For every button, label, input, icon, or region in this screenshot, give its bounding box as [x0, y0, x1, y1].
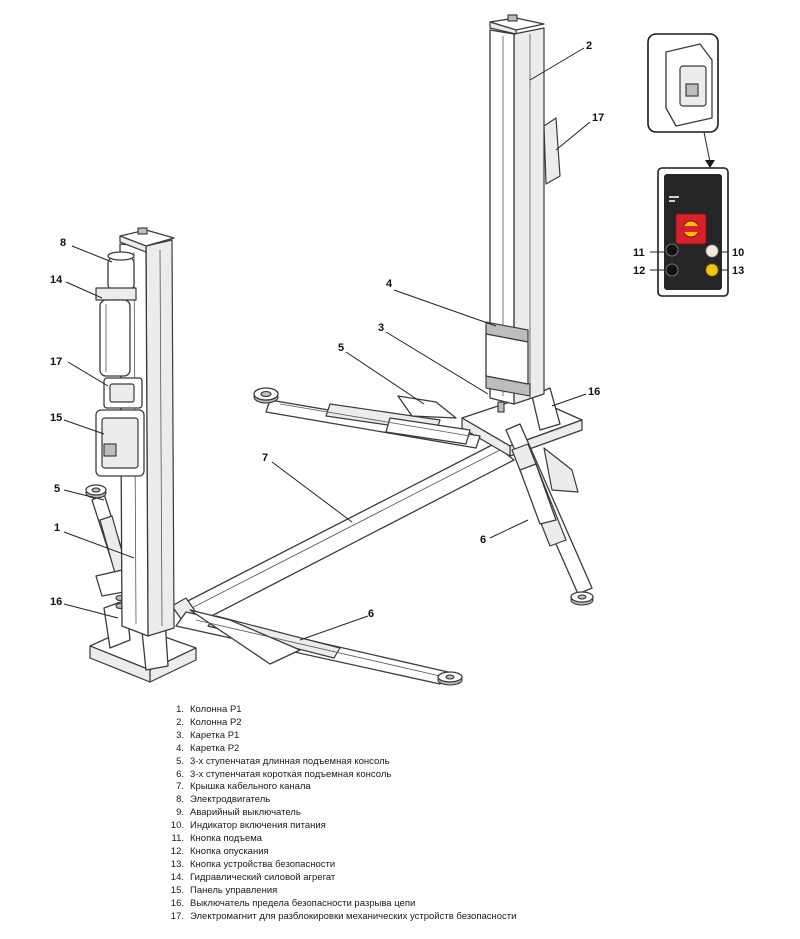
callout-13: 13 [732, 265, 744, 277]
legend-item: 9. Аварийный выключатель [160, 807, 720, 820]
legend-item: 11. Кнопка подъема [160, 833, 720, 846]
short-arm-p2 [505, 423, 594, 606]
legend-text: Выключатель предела безопасности разрыва… [190, 897, 416, 909]
column-p2 [485, 14, 561, 405]
legend-item: 8. Электродвигатель [160, 794, 720, 807]
legend-text: Гидравлический силовой агрегат [190, 871, 336, 883]
legend-text: Электромагнит для разблокировки механиче… [190, 910, 517, 922]
legend-item: 10. Индикатор включения питания [160, 820, 720, 833]
legend-number: 14. [170, 871, 184, 883]
callout-17-p1: 17 [50, 356, 62, 368]
callout-14: 14 [50, 274, 63, 286]
legend-text: Крышка кабельного канала [190, 781, 311, 793]
callout-12: 12 [633, 265, 645, 277]
callout-11: 11 [633, 247, 645, 259]
legend-number: 15. [170, 884, 184, 896]
callout-6-p1: 6 [368, 608, 374, 620]
callout-17-p2: 17 [592, 112, 604, 124]
legend-item: 14. Гидравлический силовой агрегат [160, 872, 720, 885]
inset-control-box [647, 33, 719, 168]
legend-number: 10. [170, 820, 184, 832]
legend-number: 6. [176, 768, 184, 780]
button-10-power-indicator [705, 244, 719, 258]
legend-item: 6. 3-х ступенчатая короткая подъемная кон… [160, 769, 720, 782]
legend-number: 17. [170, 910, 184, 922]
legend-item: 1. Колонна Р1 [160, 704, 720, 717]
legend-item: 17. Электромагнит для разблокировки механ… [160, 911, 720, 924]
callout-2: 2 [586, 40, 592, 52]
button-13-safety[interactable] [705, 263, 719, 277]
legend-text: Панель управления [190, 884, 278, 896]
legend-number: 16. [170, 897, 184, 909]
legend-number: 4. [176, 742, 184, 754]
legend-item: 15. Панель управления [160, 885, 720, 898]
legend-item: 13. Кнопка устройства безопасности [160, 859, 720, 872]
panel-face [657, 167, 729, 297]
legend-text: Кнопка устройства безопасности [190, 858, 336, 870]
callout-7: 7 [262, 452, 268, 464]
legend-text: 3-х ступенчатая короткая подъемная консо… [190, 768, 392, 780]
lift-diagram: 2 17 8 14 17 15 4 3 5 16 7 6 6 5 1 16 11… [50, 14, 744, 686]
callout-5-p2: 5 [338, 342, 344, 354]
control-panel-housing [95, 409, 145, 477]
callout-4: 4 [386, 278, 393, 290]
legend-text: Колонна Р2 [190, 716, 242, 728]
legend-text: Кнопка подъема [190, 833, 263, 845]
callout-16-p2: 16 [588, 386, 600, 398]
legend-text: Каретка Р2 [190, 742, 240, 754]
legend-number: 5. [176, 755, 184, 767]
legend-text: Каретка Р1 [190, 729, 240, 741]
callout-8: 8 [60, 237, 66, 249]
leader-lines [63, 47, 728, 641]
button-11-raise[interactable] [665, 243, 679, 257]
motor-and-hydraulic-unit [95, 251, 137, 377]
callout-6-p2: 6 [480, 534, 486, 546]
legend-text: Электродвигатель [190, 794, 271, 806]
button-12-lower[interactable] [665, 263, 679, 277]
legend-number: 12. [170, 845, 184, 857]
cable-channel-cover [171, 443, 515, 627]
callout-10: 10 [732, 247, 744, 259]
legend-text: 3-х ступенчатая длинная подъемная консол… [190, 755, 390, 767]
legend-number: 9. [176, 807, 184, 819]
legend-number: 13. [170, 858, 184, 870]
legend-item: 12. Кнопка опускания [160, 846, 720, 859]
emergency-switch-handle [683, 226, 699, 232]
callouts: 2 17 8 14 17 15 4 3 5 16 7 6 6 5 1 16 11… [50, 40, 744, 620]
legend-item: 4. Каретка Р2 [160, 743, 720, 756]
legend-text: Кнопка опускания [190, 845, 269, 857]
legend-number: 2. [176, 716, 184, 728]
callout-1: 1 [54, 522, 60, 534]
legend-number: 1. [176, 704, 184, 715]
legend-text: Индикатор включения питания [190, 820, 326, 832]
legend-text: Колонна Р1 [190, 704, 242, 715]
callout-15: 15 [50, 412, 62, 424]
long-arm-p2 [253, 387, 481, 449]
callout-16-p1: 16 [50, 596, 62, 608]
callout-5-p1: 5 [54, 483, 60, 495]
legend-number: 7. [176, 781, 184, 793]
parts-legend: 1. Колонна Р1 2. Колонна Р2 3. Каретка Р1 4. Ка… [160, 704, 720, 923]
solenoid-p1 [103, 377, 143, 409]
legend-item: 7. Крышка кабельного канала [160, 781, 720, 794]
legend-text: Аварийный выключатель [190, 807, 301, 819]
legend-item: 5. 3-х ступенчатая длинная подъемная конс… [160, 756, 720, 769]
legend-number: 8. [176, 794, 184, 806]
legend-number: 3. [176, 729, 184, 741]
legend-item: 3. Каретка Р1 [160, 730, 720, 743]
callout-3: 3 [378, 322, 384, 334]
short-arm-p1 [175, 609, 463, 686]
legend-item: 16. Выключатель предела безопасности разр… [160, 898, 720, 911]
legend-number: 11. [171, 833, 184, 845]
legend-item: 2. Колонна Р2 [160, 717, 720, 730]
